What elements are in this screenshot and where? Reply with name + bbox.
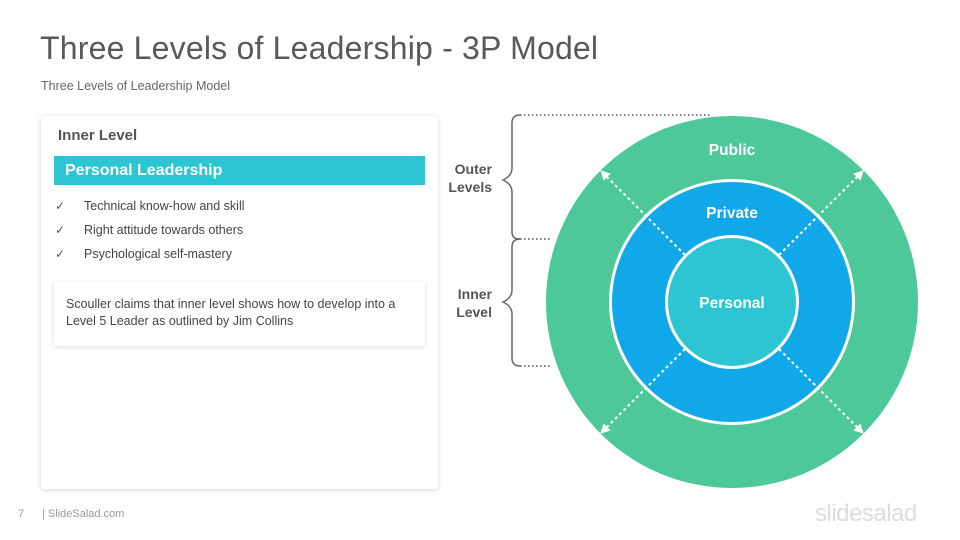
page-number: 7 [18,508,25,520]
inner-bracket [501,238,521,367]
outer-label-line2: Levels [448,179,492,195]
bullet-text: Technical know-how and skill [84,199,245,213]
note-box: Scouller claims that inner level shows h… [54,282,425,346]
footer-site: | SlideSalad.com [42,508,125,520]
personal-ring [668,238,796,366]
checkmark-icon: ✓ [55,247,66,261]
checkmark-icon: ✓ [55,199,66,213]
bullet-item: ✓ Technical know-how and skill [55,196,245,220]
bullet-item: ✓ Right attitude towards others [55,220,245,244]
arrow-bottom-right [778,348,864,434]
outer-levels-label: Outer Levels [432,160,492,196]
outer-label-line1: Outer [454,161,492,177]
brand-logo: slidesalad [815,500,917,527]
page-subtitle: Three Levels of Leadership Model [41,79,231,93]
inner-level-label: Inner Level [432,285,492,321]
inner-level-card: Inner Level Personal Leadership ✓ Techni… [41,116,438,489]
arrow-top-right [778,170,864,256]
personal-leadership-band: Personal Leadership [54,156,425,185]
page-title: Three Levels of Leadership - 3P Model [40,30,599,66]
public-label: Public [709,142,756,159]
checkmark-icon: ✓ [55,223,66,237]
inner-label-line1: Inner [457,286,492,302]
arrow-bottom-left [600,348,686,434]
bullet-item: ✓ Psychological self-mastery [55,244,245,268]
inner-label-line2: Level [456,304,492,320]
outer-bracket [501,114,521,240]
private-label: Private [706,205,758,222]
bullet-text: Psychological self-mastery [84,247,232,261]
personal-label: Personal [699,295,764,312]
card-heading: Inner Level [58,127,138,144]
bullet-text: Right attitude towards others [84,223,244,237]
bullet-list: ✓ Technical know-how and skill ✓ Right a… [55,196,245,268]
arrow-top-left [600,170,686,256]
